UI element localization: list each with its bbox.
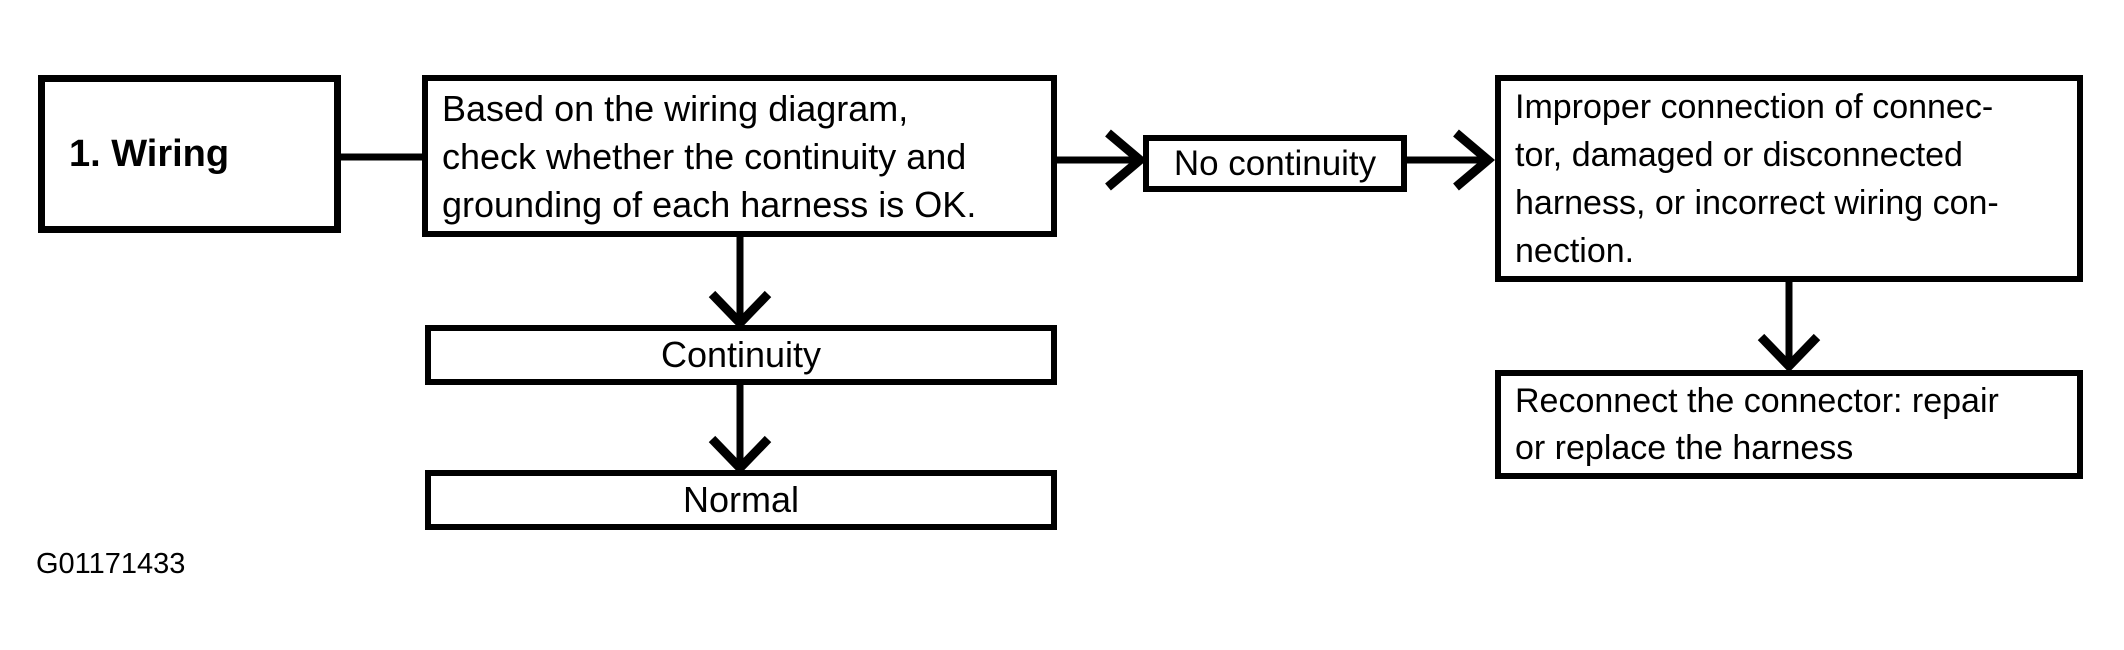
continuity-result-box: Continuity (425, 325, 1057, 385)
reconnect-harness-box: Reconnect the connector: repair or repla… (1495, 370, 2083, 479)
normal-result-box: Normal (425, 470, 1057, 530)
reconnect-harness-text: Reconnect the connector: repair or repla… (1515, 382, 1999, 467)
check-harness-box: Based on the wiring diagram, check wheth… (422, 75, 1057, 237)
improper-connection-text: Improper connection of connec- tor, dama… (1515, 88, 1999, 270)
wiring-step-label: 1. Wiring (69, 133, 230, 175)
arrow-no-continuity-to-improper (1407, 129, 1495, 191)
improper-connection-box: Improper connection of connec- tor, dama… (1495, 75, 2083, 282)
continuity-result-label: Continuity (660, 334, 822, 375)
check-harness-text: Based on the wiring diagram, check wheth… (442, 88, 977, 225)
no-continuity-label: No continuity (1173, 144, 1377, 183)
figure-id-label: G01171433 (36, 548, 186, 580)
no-continuity-box: No continuity (1143, 135, 1407, 192)
arrow-check-to-continuity (708, 237, 772, 330)
normal-result-label: Normal (682, 479, 799, 520)
arrow-improper-to-reconnect (1757, 282, 1821, 373)
arrow-continuity-to-normal (708, 385, 772, 475)
wiring-step-box: 1. Wiring (38, 75, 341, 233)
arrow-check-to-no-continuity (1055, 129, 1147, 191)
